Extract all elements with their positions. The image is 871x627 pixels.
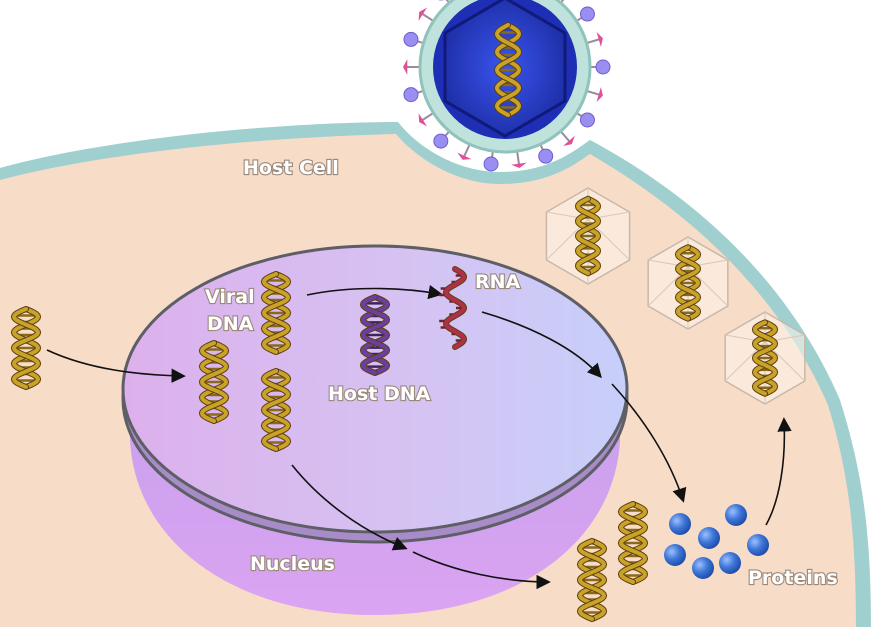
- virus-spike-knob: [538, 148, 554, 164]
- protein-icon: [747, 534, 769, 556]
- capsid-icon: [647, 236, 729, 330]
- virus-spike-knob: [403, 31, 419, 47]
- host-dna-strand: [359, 294, 391, 376]
- protein-icon: [692, 557, 714, 579]
- viral-dna-icon: [674, 244, 702, 322]
- protein-icon: [664, 544, 686, 566]
- virus-dna-icon: [493, 22, 523, 118]
- viral-dna-icon: [10, 306, 42, 390]
- viral-dna-icon: [260, 368, 292, 452]
- protein-icon: [725, 504, 747, 526]
- capsid-icon: [545, 187, 631, 285]
- rna-icon: [439, 266, 468, 350]
- viral-dna-icon: [574, 195, 602, 277]
- virus-spike-tip: [596, 31, 603, 47]
- virus-icon: [403, 0, 611, 172]
- arrow-icon: [481, 311, 602, 379]
- host-dna-label: Host DNA: [328, 383, 431, 405]
- arrows: [46, 284, 792, 590]
- proteins-group: [664, 504, 769, 579]
- arrow-icon: [46, 349, 186, 383]
- rna-strand: [439, 266, 468, 350]
- viral-dna-icon: [617, 501, 649, 585]
- arrow-icon: [306, 284, 443, 300]
- proteins-label: Proteins: [748, 567, 838, 589]
- protein-icon: [719, 552, 741, 574]
- viral-dna-icon: [751, 319, 779, 397]
- protein-icon: [698, 527, 720, 549]
- viral-dna-icon: [260, 271, 292, 355]
- virus-spike-knob: [483, 156, 499, 172]
- arrow-icon: [412, 551, 551, 590]
- viral-dna-label-line1: Viral: [205, 286, 255, 308]
- virus-spike-tip: [418, 7, 428, 21]
- virus-spike-tip: [418, 113, 428, 127]
- virus-spike-tip: [563, 135, 575, 146]
- virus-spike-knob: [579, 6, 595, 22]
- virus-spike-tip: [511, 162, 527, 168]
- virus-capsid: [443, 0, 567, 138]
- arrow-icon: [611, 383, 687, 503]
- nucleus: [121, 244, 629, 615]
- viral-dna-icon: [576, 538, 608, 622]
- virus-spike-tip: [457, 152, 472, 160]
- capsids: [545, 187, 806, 405]
- viral-dna-label-line2: DNA: [207, 313, 254, 335]
- virus-spike-tip: [596, 87, 603, 103]
- viral-dna-group: [10, 271, 649, 622]
- virus-spike-tip: [403, 59, 408, 75]
- rna-label: RNA: [475, 271, 521, 293]
- arrow-icon: [765, 417, 792, 526]
- viral-dna-icon: [198, 340, 230, 424]
- nucleus-label: Nucleus: [250, 553, 335, 575]
- virus-spike-knob: [433, 133, 449, 149]
- capsid-icon: [724, 311, 806, 405]
- host-cell-label: Host Cell: [243, 157, 339, 179]
- protein-icon: [669, 513, 691, 535]
- virus-spike-knob: [579, 112, 595, 128]
- virus-spikes: [403, 0, 611, 172]
- arrow-icon: [291, 464, 408, 551]
- virus-spike-knob: [595, 59, 611, 75]
- virus-spike-knob: [403, 87, 419, 103]
- host-dna-icon: [359, 294, 391, 376]
